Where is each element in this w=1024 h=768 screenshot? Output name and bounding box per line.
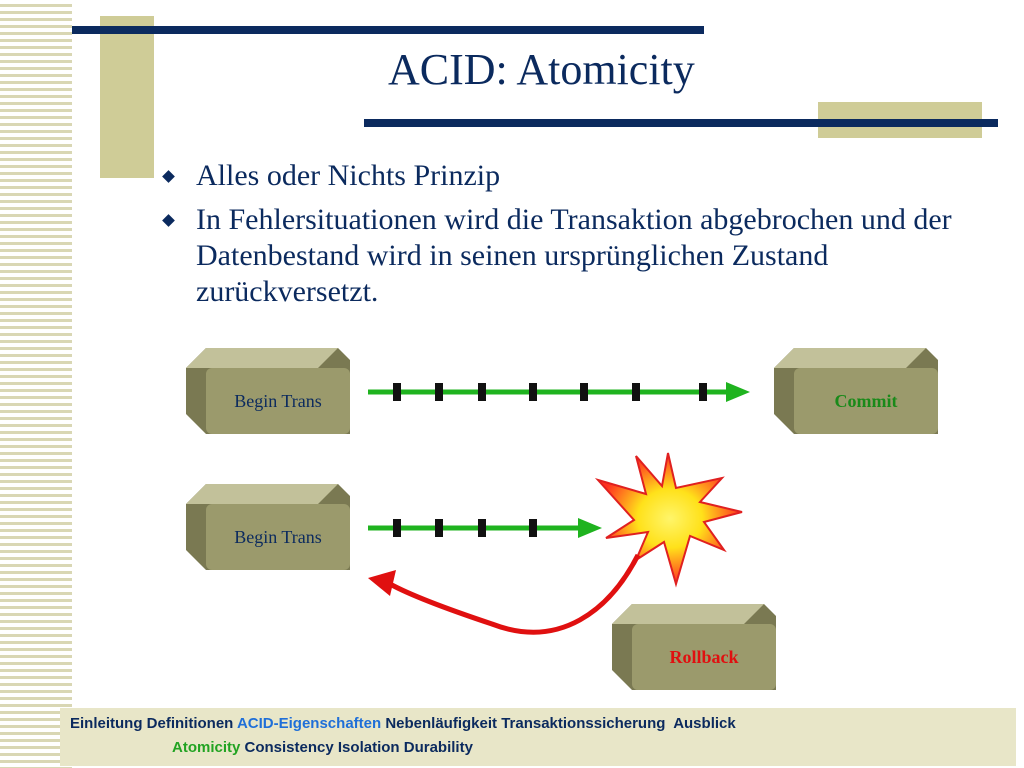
explosion-icon bbox=[594, 452, 743, 588]
commit-timeline-arrow bbox=[368, 382, 750, 402]
decor-top-bar bbox=[72, 26, 704, 34]
nav-link-nebenlaeufigkeit[interactable]: Nebenläufigkeit bbox=[385, 715, 498, 732]
nav-link-durability[interactable]: Durability bbox=[403, 739, 473, 756]
box-shape bbox=[612, 604, 776, 690]
box-shape bbox=[186, 484, 350, 570]
begin-trans-label-bottom: Begin Trans bbox=[234, 526, 322, 547]
nav-link-isolation[interactable]: Isolation bbox=[337, 739, 400, 756]
bullet-list: Alles oder Nichts Prinzip In Fehlersitua… bbox=[162, 158, 962, 318]
nav-link-definitionen[interactable]: Definitionen bbox=[146, 715, 234, 732]
decor-title-underline bbox=[364, 119, 998, 127]
bullet-item: Alles oder Nichts Prinzip bbox=[162, 158, 962, 194]
rollback-box: Rollback bbox=[612, 604, 776, 690]
abort-timeline-arrow bbox=[368, 518, 602, 538]
slide-title: ACID: Atomicity bbox=[388, 45, 695, 94]
bullet-text: In Fehlersituationen wird die Transaktio… bbox=[196, 203, 952, 308]
box-shape bbox=[186, 348, 350, 434]
rollback-arrow bbox=[368, 553, 641, 635]
box-shape bbox=[774, 348, 938, 434]
section-nav: Atomicity Consistency Isolation Durabili… bbox=[172, 739, 473, 756]
nav-link-transaktionssicherung[interactable]: Transaktionssicherung bbox=[501, 715, 666, 732]
commit-box: Commit bbox=[774, 348, 938, 434]
commit-label: Commit bbox=[834, 390, 898, 411]
rollback-label: Rollback bbox=[669, 646, 739, 667]
nav-link-einleitung[interactable]: Einleitung bbox=[70, 715, 143, 732]
nav-link-consistency[interactable]: Consistency bbox=[244, 739, 334, 756]
nav-link-acid-eigenschaften[interactable]: ACID-Eigenschaften bbox=[236, 715, 382, 732]
decor-khaki-block-left bbox=[100, 16, 154, 178]
begin-trans-label-top: Begin Trans bbox=[234, 390, 322, 411]
nav-link-atomicity[interactable]: Atomicity bbox=[172, 739, 241, 756]
bullet-item: In Fehlersituationen wird die Transaktio… bbox=[162, 202, 962, 310]
footer-navigation: Einleitung Definitionen ACID-Eigenschaft… bbox=[60, 708, 1016, 766]
begin-trans-box-top: Begin Trans bbox=[186, 348, 350, 434]
begin-trans-box-bottom: Begin Trans bbox=[186, 484, 350, 570]
bullet-text: Alles oder Nichts Prinzip bbox=[196, 159, 501, 192]
chapter-nav: Einleitung Definitionen ACID-Eigenschaft… bbox=[70, 715, 736, 732]
left-stripe-pattern bbox=[0, 0, 72, 768]
nav-link-ausblick[interactable]: Ausblick bbox=[673, 715, 736, 732]
